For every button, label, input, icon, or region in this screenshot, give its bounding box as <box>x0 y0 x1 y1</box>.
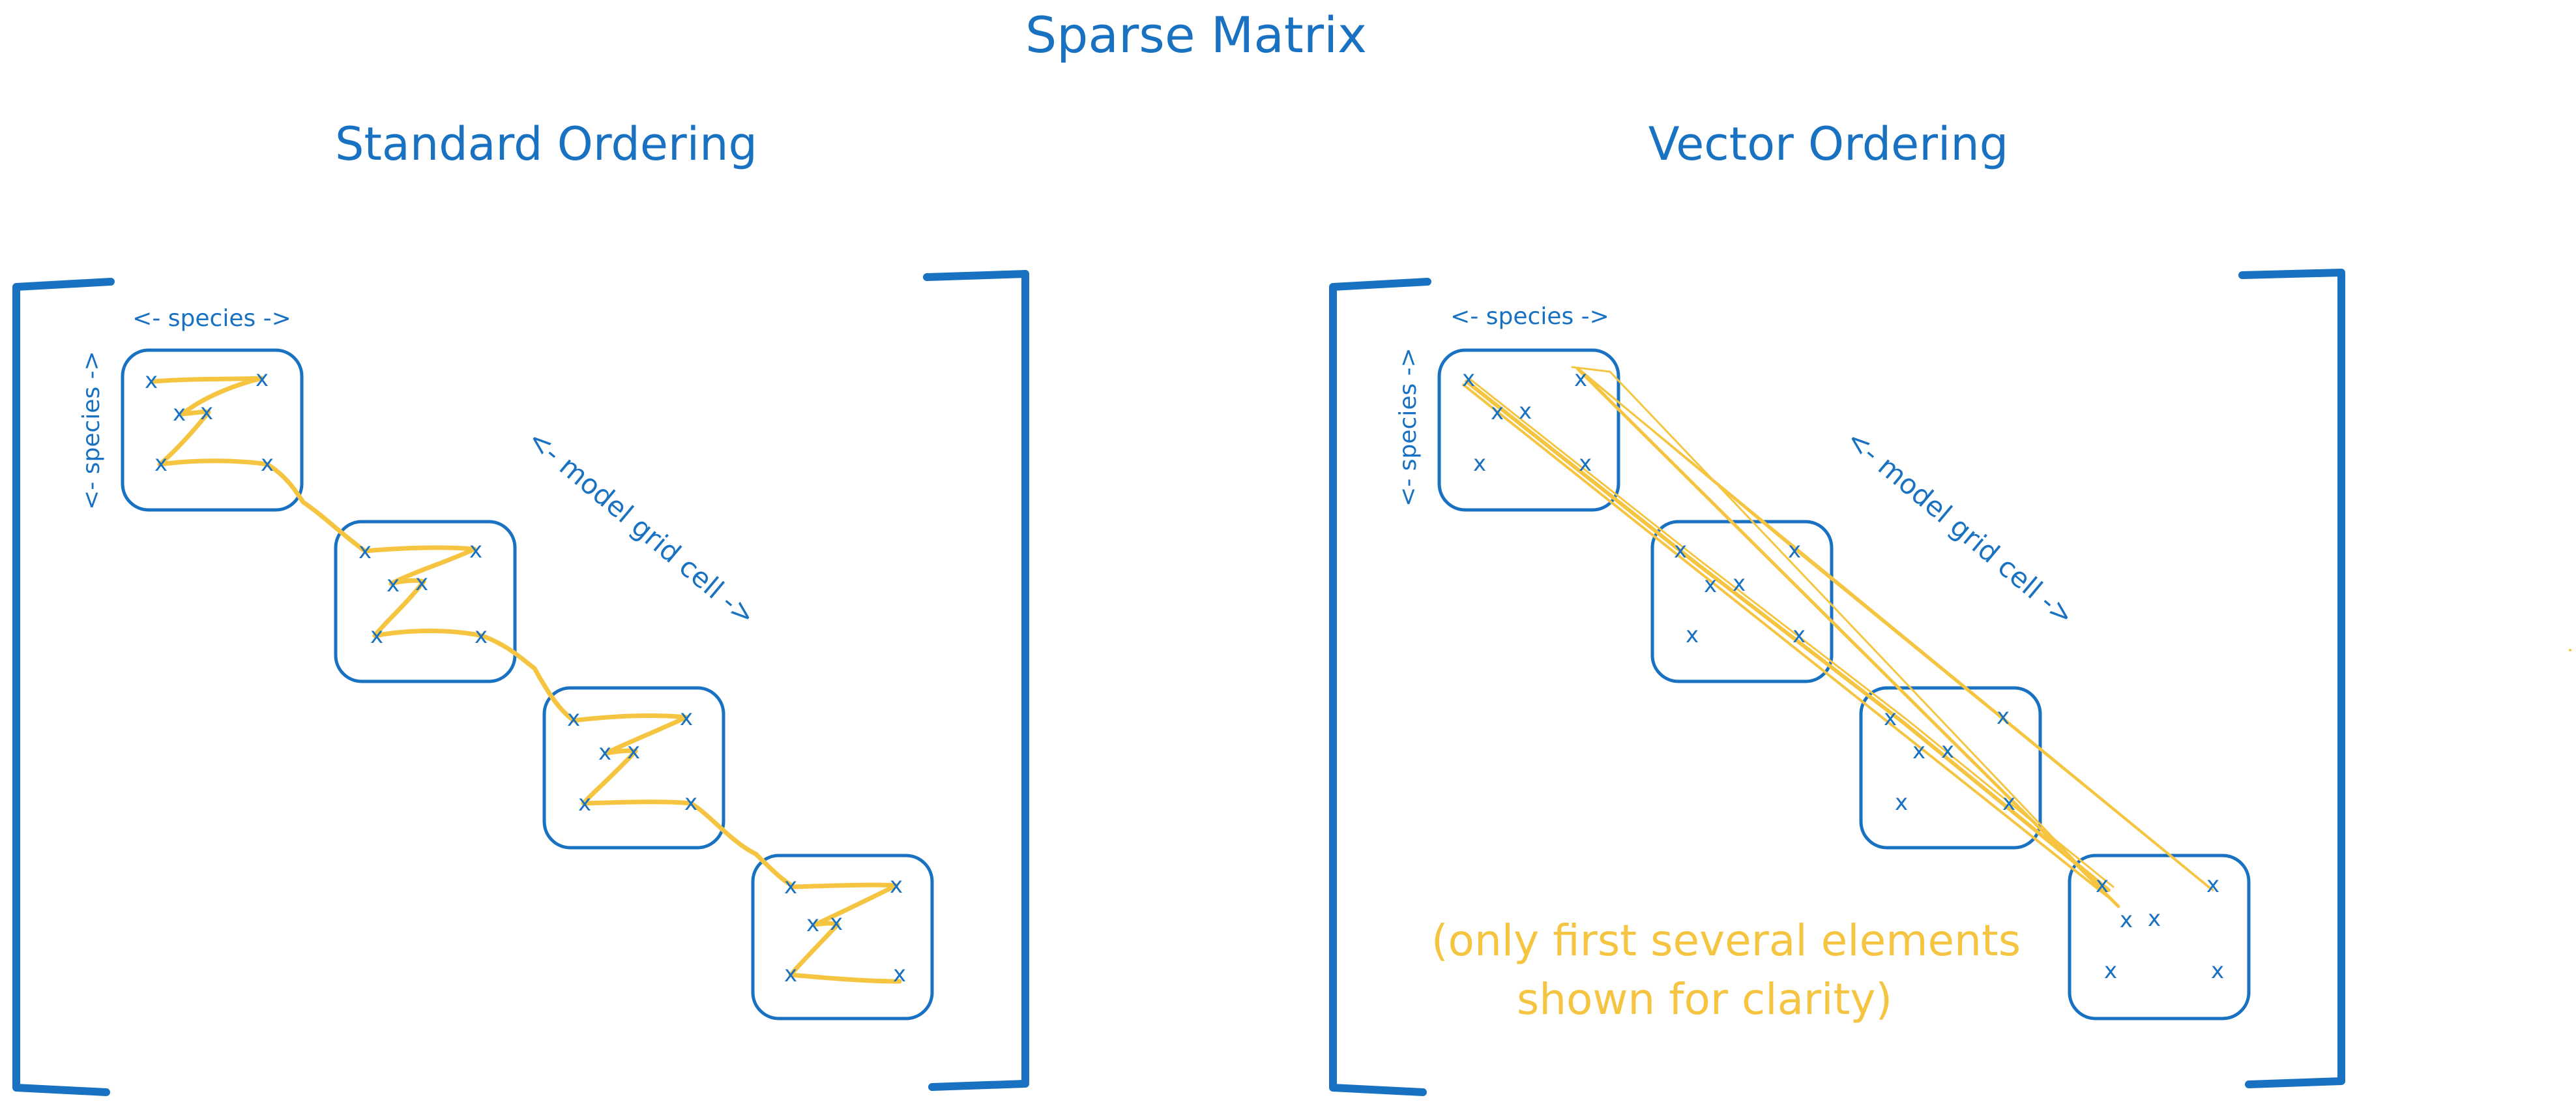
left-species-side-label: <- species -> <box>78 351 105 510</box>
marker-x: x <box>1733 571 1746 597</box>
right-grid-cell-label: <- model grid cell -> <box>1840 423 2080 632</box>
marker-x: x <box>387 571 400 597</box>
marker-x: x <box>475 623 488 649</box>
marker-x: x <box>830 910 843 936</box>
marker-x: x <box>1793 622 1806 648</box>
clarity-note-line-2: shown for clarity) <box>1517 974 1892 1024</box>
vector-line-b <box>1469 378 2115 888</box>
vector-line-c <box>1462 383 2113 901</box>
vector-line-e <box>1571 366 2116 904</box>
vector-line-d <box>1575 366 2120 908</box>
vector-line-g <box>1579 369 2211 889</box>
left-bracket-right <box>923 270 1029 1091</box>
left-block-3 <box>542 686 725 850</box>
right-species-top-label: <- species -> <box>1450 303 1609 330</box>
marker-x: x <box>1674 537 1687 563</box>
vector-ordering-panel: <- species -> <- species -> <- model gri… <box>1329 269 2345 1096</box>
marker-x: x <box>1686 622 1699 648</box>
right-markers: x x x x x x x x x x x x x x x x x x x x … <box>1462 366 2224 984</box>
marker-x: x <box>1912 738 1925 764</box>
marker-x: x <box>2206 872 2219 898</box>
right-block-1 <box>1437 348 1620 512</box>
marker-x: x <box>200 399 213 425</box>
marker-x: x <box>415 570 428 596</box>
marker-x: x <box>2120 907 2133 933</box>
left-bracket-left <box>12 278 115 1096</box>
marker-x: x <box>1997 704 2010 730</box>
standard-ordering-panel: <- species -> <- species -> <- model gri… <box>12 270 1029 1096</box>
left-markers: x x x x x x x x x x x x x x x x x x x x … <box>145 366 906 987</box>
marker-x: x <box>370 623 383 649</box>
marker-x: x <box>784 961 797 987</box>
marker-x: x <box>784 873 797 899</box>
left-grid-cell-label: <- model grid cell -> <box>521 423 761 632</box>
marker-x: x <box>1884 705 1897 731</box>
right-block-3 <box>1859 686 2042 850</box>
marker-x: x <box>1941 737 1954 764</box>
marker-x: x <box>2148 906 2161 932</box>
marker-x: x <box>806 911 819 937</box>
marker-x: x <box>680 705 693 731</box>
clarity-note-line-1: (only first several elements <box>1431 916 2021 966</box>
marker-x: x <box>1462 366 1475 392</box>
left-block-2 <box>334 520 517 683</box>
marker-x: x <box>893 961 906 987</box>
marker-x: x <box>1473 451 1486 477</box>
marker-x: x <box>173 400 186 426</box>
marker-x: x <box>2096 872 2109 898</box>
vector-ordering-path <box>1462 366 2214 908</box>
marker-x: x <box>1704 572 1717 598</box>
marker-x: x <box>1491 399 1504 425</box>
marker-x: x <box>261 451 274 477</box>
marker-x: x <box>1519 398 1532 424</box>
marker-x: x <box>890 872 903 899</box>
marker-x: x <box>145 368 158 394</box>
marker-x: x <box>2211 958 2224 984</box>
marker-x: x <box>1574 366 1587 392</box>
left-block-4 <box>751 854 934 1020</box>
marker-x: x <box>578 790 591 816</box>
vector-line-a <box>1465 380 2111 892</box>
right-species-side-label: <- species -> <box>1395 348 1422 507</box>
marker-x: x <box>256 366 269 392</box>
left-species-top-label: <- species -> <box>132 305 291 332</box>
marker-x: x <box>1895 790 1908 816</box>
right-bracket-left <box>1329 278 1431 1096</box>
marker-x: x <box>627 738 640 764</box>
stray-dot <box>2569 649 2571 651</box>
marker-x: x <box>2104 958 2117 984</box>
right-bracket-right <box>2238 269 2345 1088</box>
marker-x: x <box>154 451 168 477</box>
vector-ordering-heading: Vector Ordering <box>1648 117 2008 171</box>
marker-x: x <box>359 538 372 564</box>
right-block-2 <box>1650 520 1834 683</box>
right-block-4 <box>2068 854 2251 1020</box>
left-block-1 <box>121 348 304 512</box>
marker-x: x <box>2002 790 2015 816</box>
marker-x: x <box>1579 451 1592 477</box>
marker-x: x <box>469 537 482 563</box>
marker-x: x <box>567 706 580 732</box>
diagram-title: Sparse Matrix <box>1025 6 1367 64</box>
marker-x: x <box>684 790 697 816</box>
marker-x: x <box>1788 537 1801 563</box>
marker-x: x <box>598 739 611 766</box>
standard-ordering-heading: Standard Ordering <box>335 117 757 171</box>
standard-ordering-path <box>151 376 902 984</box>
